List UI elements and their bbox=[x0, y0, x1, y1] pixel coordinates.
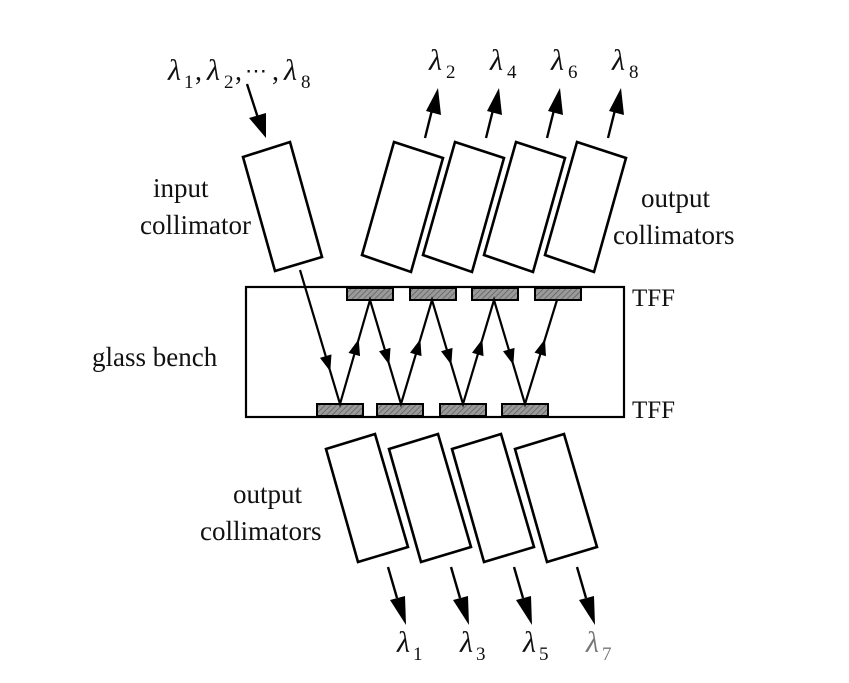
lower-output-collimator-1 bbox=[324, 432, 410, 564]
lower-output-arrows bbox=[386, 566, 595, 625]
lower-lambda-symbol-4: λ bbox=[585, 626, 599, 659]
lower-lambda-symbol-1: λ bbox=[396, 626, 410, 659]
lower-output-arrow-2 bbox=[449, 566, 469, 625]
upper-output-collimators-label-line2: collimators bbox=[613, 220, 734, 250]
lambda-1-sub: 1 bbox=[184, 72, 194, 93]
upper-lambda-sub-2: 4 bbox=[507, 62, 517, 83]
ray-arrowhead-5 bbox=[441, 347, 453, 365]
lower-output-collimator-3 bbox=[450, 432, 536, 564]
ellipsis: ⋯ bbox=[245, 58, 267, 83]
upper-lambda-symbol-4: λ bbox=[611, 44, 625, 77]
tff-top-3 bbox=[471, 287, 519, 301]
upper-output-collimator-4 bbox=[543, 140, 628, 274]
upper-output-arrow-3 bbox=[545, 88, 563, 139]
upper-lambda-symbol-1: λ bbox=[428, 44, 442, 77]
thin-film-filters bbox=[316, 287, 582, 417]
lower-output-collimators bbox=[324, 432, 599, 564]
lambda-8-symbol: λ bbox=[283, 54, 297, 87]
ray-path bbox=[298, 269, 559, 408]
ray-arrowhead-1 bbox=[319, 354, 332, 372]
upper-lambda-symbol-2: λ bbox=[489, 44, 503, 77]
tff-bottom-2 bbox=[376, 403, 424, 417]
lower-output-collimator-4 bbox=[513, 432, 599, 564]
ray-arrowhead-7 bbox=[503, 347, 515, 365]
ray-arrowhead-8 bbox=[534, 339, 546, 357]
ray-arrowhead-6 bbox=[472, 339, 484, 357]
lower-lambda-sub-1: 1 bbox=[413, 644, 423, 665]
upper-lambda-symbol-3: λ bbox=[550, 44, 564, 77]
upper-lambda-sub-1: 2 bbox=[446, 62, 456, 83]
upper-output-arrows bbox=[423, 88, 624, 139]
upper-lambda-sub-4: 8 bbox=[629, 62, 639, 83]
light-path bbox=[298, 269, 559, 408]
lower-output-arrow-4 bbox=[575, 566, 595, 625]
lower-output-collimator-2 bbox=[387, 432, 473, 564]
upper-output-collimators-label-line1: output bbox=[641, 183, 711, 213]
ray-arrowhead-3 bbox=[379, 347, 391, 365]
lower-lambda-sub-2: 3 bbox=[476, 644, 486, 665]
comma-3: , bbox=[272, 56, 279, 87]
upper-output-collimator-1 bbox=[360, 140, 445, 274]
comma-1: , bbox=[195, 56, 202, 87]
input-wavelengths-label: λ 1 , λ 2 , ⋯ , λ 8 bbox=[167, 54, 311, 93]
upper-output-collimators bbox=[360, 140, 628, 274]
upper-output-arrow-2 bbox=[484, 88, 502, 139]
input-collimator-label-line1: input bbox=[153, 173, 209, 203]
lower-lambda-sub-4: 7 bbox=[602, 644, 612, 665]
glass-bench-label: glass bench bbox=[92, 342, 218, 372]
lower-lambda-sub-3: 5 bbox=[539, 644, 549, 665]
upper-output-arrow-4 bbox=[606, 88, 624, 139]
lambda-2-symbol: λ bbox=[206, 54, 220, 87]
lower-lambda-symbol-2: λ bbox=[459, 626, 473, 659]
lower-output-collimators-label-line1: output bbox=[233, 479, 303, 509]
lambda-2-sub: 2 bbox=[224, 72, 234, 93]
ray-arrowhead-4 bbox=[410, 339, 422, 357]
lower-output-arrow-1 bbox=[386, 566, 406, 625]
upper-lambda-sub-3: 6 bbox=[568, 62, 578, 83]
tff-bottom-label: TFF bbox=[632, 397, 675, 424]
input-collimator-label-line2: collimator bbox=[140, 210, 251, 240]
input-collimator bbox=[241, 140, 324, 273]
tff-top-label: TFF bbox=[632, 285, 675, 312]
tff-top-2 bbox=[409, 287, 457, 301]
upper-output-collimator-2 bbox=[421, 140, 506, 274]
lower-lambda-symbol-3: λ bbox=[522, 626, 536, 659]
lambda-1-symbol: λ bbox=[167, 54, 181, 87]
lambda-8-sub: 8 bbox=[301, 72, 311, 93]
lower-output-arrow-3 bbox=[512, 566, 532, 625]
upper-output-collimator-3 bbox=[482, 140, 567, 274]
lower-output-collimators-label-line2: collimators bbox=[200, 516, 321, 546]
input-arrow bbox=[245, 83, 266, 138]
ray-arrowhead-2 bbox=[348, 339, 361, 357]
comma-2: , bbox=[235, 56, 242, 87]
upper-output-arrow-1 bbox=[423, 88, 441, 139]
tff-top-4 bbox=[534, 287, 582, 301]
